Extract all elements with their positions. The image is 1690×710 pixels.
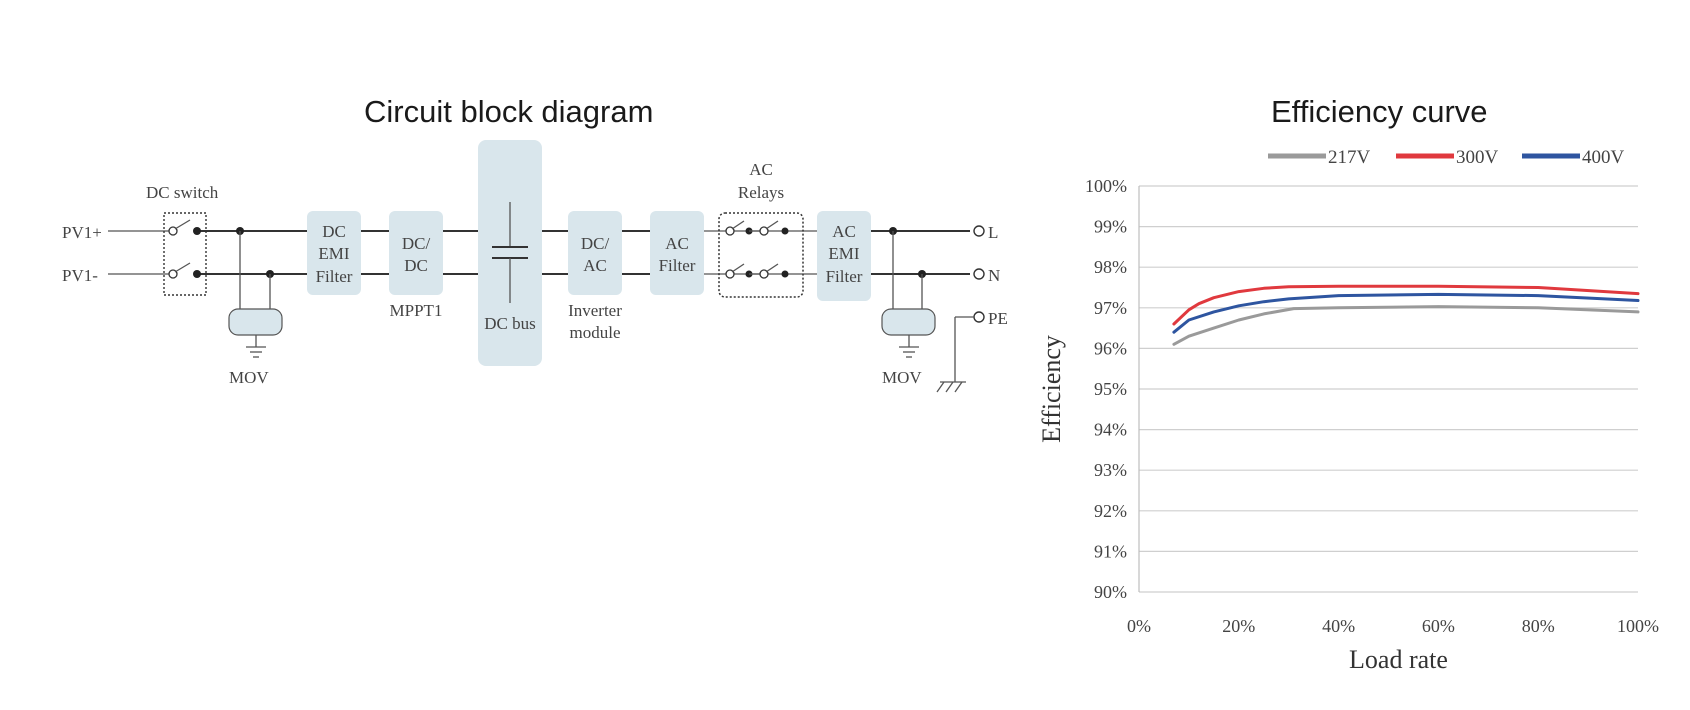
dc-emi-block (307, 211, 361, 295)
pv-negative-label: PV1- (62, 266, 98, 285)
ac-emi-block (817, 211, 871, 301)
dcac-line1: DC/ (581, 234, 610, 253)
legend-label: 300V (1456, 147, 1499, 168)
x-tick-label: 100% (1617, 616, 1659, 636)
series-line-217V (1172, 305, 1640, 346)
inverter-label-line1: Inverter (568, 301, 622, 320)
mov-left-label: MOV (229, 368, 269, 387)
ac-relays-label-line2: Relays (738, 183, 784, 202)
x-tick-label: 60% (1422, 616, 1455, 636)
mov-right-label: MOV (882, 368, 922, 387)
y-tick-label: 97% (1094, 298, 1127, 318)
dc-bus-block (478, 140, 542, 366)
diagram-title: Circuit block diagram (364, 94, 654, 129)
y-tick-label: 96% (1094, 338, 1127, 358)
ac-filter-line2: Filter (659, 256, 696, 275)
dc-emi-line3: Filter (316, 267, 353, 286)
efficiency-chart: 90% 91% 92% 93% 94% 95% 96% 97% 98% 99% 100% 0% 20% 4… (1037, 147, 1659, 674)
y-tick-label: 98% (1094, 257, 1127, 277)
x-tick-label: 20% (1222, 616, 1255, 636)
dc-emi-line1: DC (322, 222, 346, 241)
mov-left (228, 227, 283, 358)
ac-emi-line1: AC (832, 222, 856, 241)
ac-relays (718, 212, 804, 298)
y-axis-label: Efficiency (1037, 335, 1066, 443)
pv-positive-label: PV1+ (62, 223, 102, 242)
y-tick-label: 93% (1094, 460, 1127, 480)
dcdc-block (389, 211, 443, 295)
y-tick-label: 95% (1094, 379, 1127, 399)
y-tick-label: 99% (1094, 217, 1127, 237)
dcac-block (568, 211, 622, 295)
x-axis-label: Load rate (1349, 645, 1448, 674)
output-terminals (936, 225, 985, 393)
dc-switch (163, 212, 207, 296)
dcac-line2: AC (583, 256, 607, 275)
x-tick-label: 40% (1322, 616, 1355, 636)
dc-bus-capacitor (492, 202, 528, 303)
y-tick-label: 94% (1094, 420, 1127, 440)
y-tick-label: 90% (1094, 582, 1127, 602)
x-tick-label: 80% (1522, 616, 1555, 636)
series-line-300V (1172, 284, 1640, 326)
y-tick-label: 91% (1094, 541, 1127, 561)
ac-emi-line2: EMI (828, 244, 860, 263)
x-tick-label: 0% (1127, 616, 1151, 636)
ac-filter-block (650, 211, 704, 295)
legend-label: 217V (1328, 147, 1371, 168)
mppt-label: MPPT1 (390, 301, 443, 320)
output-pe-label: PE (988, 309, 1008, 328)
ac-emi-line3: Filter (826, 267, 863, 286)
series-line-400V (1172, 292, 1640, 334)
inverter-label-line2: module (570, 323, 621, 342)
ac-filter-line1: AC (665, 234, 689, 253)
y-tick-label: 92% (1094, 501, 1127, 521)
y-tick-label: 100% (1085, 176, 1127, 196)
ac-relays-label-line1: AC (749, 160, 773, 179)
output-l-label: L (988, 223, 998, 242)
mov-right (881, 227, 936, 358)
chart-title: Efficiency curve (1271, 94, 1488, 129)
dcdc-line1: DC/ (402, 234, 431, 253)
dc-switch-label: DC switch (146, 183, 219, 202)
dc-emi-line2: EMI (318, 244, 350, 263)
dcdc-line2: DC (404, 256, 428, 275)
dc-bus-label: DC bus (484, 314, 535, 333)
legend-label: 400V (1582, 147, 1625, 168)
output-n-label: N (988, 266, 1000, 285)
